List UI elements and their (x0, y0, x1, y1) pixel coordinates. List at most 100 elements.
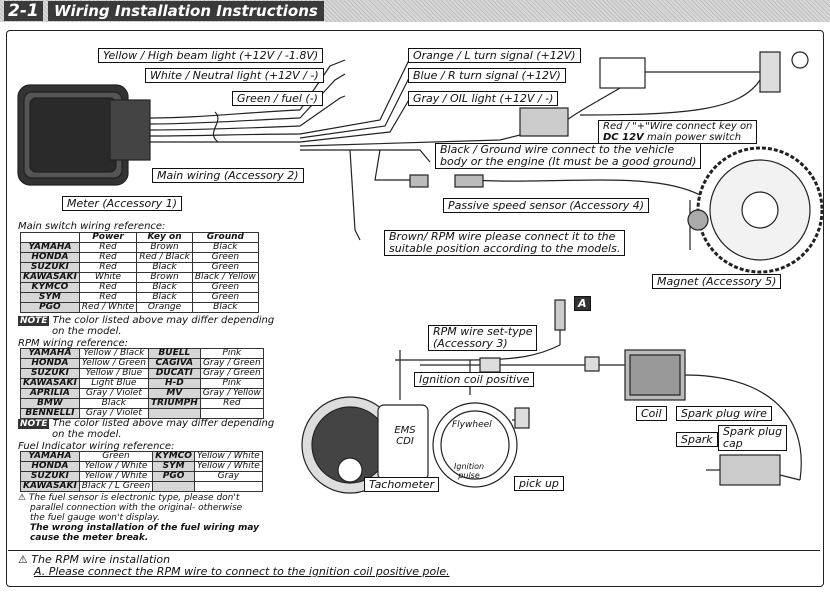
table-cell: Gray / Green (199, 368, 264, 379)
table-cell: Gray (193, 471, 263, 482)
fuel-warning-line1: ⚠ The fuel sensor is electronic type, pl… (18, 493, 259, 503)
table-cell: HONDA (20, 358, 80, 369)
label-cdi: CDI (396, 436, 414, 447)
rpm-section-wiring (301, 299, 802, 494)
table-cell: SYM (152, 461, 195, 472)
table-cell: Gray / Green (199, 358, 264, 369)
label-yellow-high-beam: Yellow / High beam light (+12V / -1.8V) (98, 48, 324, 63)
label-brown-rpm: Brown/ RPM wire please connect it to the… (384, 230, 626, 256)
table-cell: Pink (199, 378, 264, 389)
label-gray-oil: Gray / OIL light (+12V / -) (408, 91, 559, 106)
table-cell: Light Blue (78, 378, 149, 389)
section-number: 2-1 (4, 1, 43, 21)
table-cell: PGO (152, 471, 195, 482)
table-cell: Red / White (78, 302, 138, 313)
table-cell: SUZUKI (20, 368, 80, 379)
main-switch-header-cell: Power (78, 232, 138, 243)
label-red-power-dc12v: DC 12V (603, 132, 644, 143)
note-text-line2: on the model. (52, 429, 122, 440)
label-coil: Coil (636, 406, 667, 421)
table-cell: MV (147, 388, 201, 399)
table-cell: YAMAHA (20, 451, 80, 462)
table-cell: APRILIA (20, 388, 80, 399)
label-tachometer: Tachometer (364, 477, 440, 492)
table-cell: HONDA (20, 461, 80, 472)
key-switch (519, 51, 809, 137)
fuel-warning-line4: The wrong installation of the fuel wirin… (30, 523, 260, 533)
table-cell (147, 408, 201, 419)
label-passive-speed-sensor: Passive speed sensor (Accessory 4) (443, 198, 650, 213)
label-flywheel: Flywheel (452, 420, 492, 430)
table-cell: Red (199, 398, 264, 409)
label-ignition-pulse-line2: pulse (458, 471, 480, 480)
label-blue-right-turn: Blue / R turn signal (+12V) (408, 68, 566, 83)
table-cell: YAMAHA (20, 242, 80, 253)
table-cell: KAWASAKI (20, 378, 80, 389)
table-cell: KAWASAKI (20, 272, 80, 283)
bottom-note-item: A. Please connect the RPM wire to connec… (34, 565, 450, 578)
label-black-ground: Black / Ground wire connect to the vehic… (435, 143, 702, 169)
label-ems: EMS (394, 425, 416, 436)
fuel-warning: ⚠ The fuel sensor is electronic type, pl… (18, 493, 259, 543)
note-text-line1: The color listed above may differ depend… (52, 418, 275, 429)
table-cell: Red / Black (136, 252, 193, 263)
fuel-ref-caption: Fuel Indicator wiring reference: (18, 441, 175, 452)
table-cell: Yellow / Black (78, 348, 149, 359)
table-cell: Black / Yellow (191, 272, 259, 283)
table-cell: Green (191, 252, 259, 263)
table-cell: Yellow / White (78, 471, 154, 482)
fuel-warning-text1: The fuel sensor is electronic type, plea… (28, 493, 240, 503)
table-cell: Black (136, 282, 193, 293)
label-spark: Spark (676, 432, 718, 447)
table-cell: Pink (199, 348, 264, 359)
label-spark-plug-wire: Spark plug wire (676, 406, 772, 421)
table-cell: Black / L Green (78, 481, 154, 492)
table-cell: Green (191, 262, 259, 273)
table-cell (193, 481, 263, 492)
table-cell: Red (78, 262, 138, 273)
main-switch-header-row: Power Key on Ground (20, 232, 259, 243)
table-cell: SYM (20, 292, 80, 303)
label-black-ground-line2: body or the engine (It must be a good gr… (440, 155, 697, 168)
table-cell: Brown (136, 242, 193, 253)
table-cell: Green (191, 282, 259, 293)
table-cell: BUELL (147, 348, 201, 359)
table-cell: Green (191, 292, 259, 303)
bottom-note-title: The RPM wire installation (31, 553, 171, 566)
note-tag: NOTE (18, 316, 50, 326)
note-text-line1: The color listed above may differ depend… (52, 315, 275, 326)
label-magnet: Magnet (Accessory 5) (652, 274, 782, 289)
label-ignition-coil-positive: Ignition coil positive (414, 372, 535, 387)
warning-triangle-icon: ⚠ (18, 493, 27, 503)
table-cell: SUZUKI (20, 262, 80, 273)
table-cell: Black (191, 302, 259, 313)
label-red-power: Red / "+"Wire connect key on DC 12V main… (598, 120, 758, 144)
main-switch-header-cell: Key on (136, 232, 193, 243)
table-cell: Red (78, 282, 138, 293)
table-cell: TRIUMPH (147, 398, 201, 409)
label-white-neutral: White / Neutral light (+12V / -) (145, 68, 324, 83)
table-cell: Brown (136, 272, 193, 283)
table-cell: Yellow / Green (78, 358, 149, 369)
label-rpm-wire-set-line1: RPM wire set-type (433, 325, 533, 338)
table-cell: SUZUKI (20, 471, 80, 482)
fuel-warning-line2: parallel connection with the original- o… (30, 503, 243, 513)
bottom-note-divider (8, 550, 820, 551)
table-cell (199, 408, 264, 419)
table-cell: Green (78, 451, 154, 462)
label-spark-plug-cap: Spark plug cap (718, 425, 788, 451)
